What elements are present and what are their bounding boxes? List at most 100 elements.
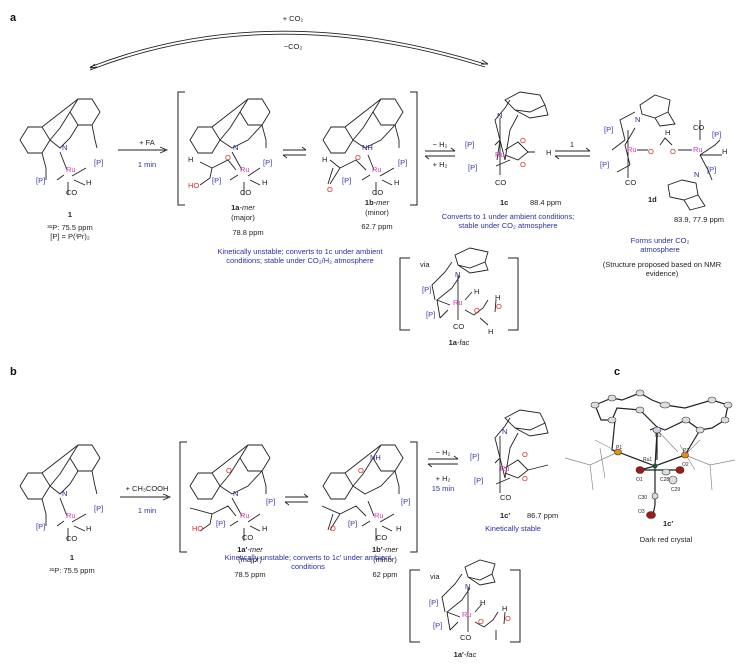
compound-1-b-nmr: ³¹P: 75.5 ppm (49, 566, 95, 575)
atom-p: [P] (36, 176, 46, 185)
atom-co: CO (240, 188, 252, 197)
atom-p: [P] (342, 176, 352, 185)
time-1min-b: 1 min (137, 506, 157, 515)
minus-h2-b: − H₂ (435, 448, 451, 457)
compound-1b-mer-note: (minor) (365, 208, 389, 217)
atom-n: N (694, 170, 700, 179)
atom-ru: Ru (240, 511, 250, 520)
atom-n: N (233, 489, 239, 498)
atom-label-c28: C28 (660, 477, 670, 483)
compound-1b-mer-label: 1b-mer (364, 198, 390, 207)
compound-1b-prime-mer-note: (minor) (373, 555, 397, 564)
atom-p: [P] (468, 163, 478, 172)
crystal-atoms (590, 389, 733, 519)
atom-p: [P] (94, 158, 104, 167)
equilibrium-1a-prime-1b-prime (284, 493, 309, 506)
atom-ho: HO (192, 524, 204, 533)
atom-n: N (62, 143, 68, 152)
atom-h: H (396, 524, 402, 533)
compound-1-nmr: ³¹P: 75.5 ppm (47, 223, 93, 232)
atom-o: O (520, 136, 526, 145)
atom-co: CO (453, 322, 465, 331)
atom-n: N (502, 427, 508, 436)
bracket-note-b-line-2: conditions (291, 562, 325, 571)
compound-1-label: 1 (67, 210, 73, 219)
compound-1d-remark-line-1: (Structure proposed based on NMR (602, 260, 722, 269)
atom-o: O (327, 185, 333, 194)
atom-ru: Ru (627, 145, 637, 154)
atom-h: H (322, 155, 328, 164)
atom-h: H (722, 147, 728, 156)
atom-ru: Ru (453, 298, 463, 307)
atom-p: [P] (36, 522, 46, 531)
bracket-1a-1b (177, 91, 418, 206)
atom-n: N (465, 582, 471, 591)
atom-ru: Ru (495, 150, 505, 159)
atom-co: CO (625, 178, 637, 187)
equilibrium-h2 (424, 147, 456, 160)
arc-forward-label: + CO₂ (282, 14, 304, 23)
time-1min: 1 min (137, 160, 157, 169)
compound-1b-prime-mer-label: 1b′-mer (372, 545, 398, 554)
atom-n: N (635, 115, 641, 124)
equilibrium-1c-1d (554, 147, 591, 160)
compound-1d-nmr: 83.9, 77.9 ppm (674, 215, 725, 224)
atom-co: CO (495, 178, 507, 187)
compound-1a-fac-label: 1a-fac (448, 338, 470, 347)
structure-compound-1b-mer (322, 98, 404, 195)
structure-compound-1a-prime-fac (409, 559, 521, 643)
atom-label-o3: O3 (638, 509, 645, 515)
arrow-fa (118, 146, 169, 154)
structure-compound-1-b (19, 444, 101, 541)
atom-o: O (522, 450, 528, 459)
atom-label-n1: N1 (655, 433, 662, 439)
atom-p: [P] (212, 176, 222, 185)
atom-p: [P] (604, 125, 614, 134)
atom-p: [P] (470, 452, 480, 461)
atom-p: [P] (263, 158, 273, 167)
arc-reverse (89, 30, 486, 68)
structure-compound-1a-mer (189, 98, 271, 195)
atom-h: H (262, 178, 268, 187)
atom-p: [P] (712, 130, 722, 139)
atom-label-c29: C29 (671, 487, 681, 493)
atom-ru: Ru (693, 145, 703, 154)
atom-label-c30: C30 (638, 495, 648, 501)
atom-p: [P] (348, 519, 358, 528)
atom-n: N (455, 270, 461, 279)
atom-h: H (665, 128, 671, 137)
structure-compound-1c (494, 91, 549, 175)
time-15min: 15 min (431, 484, 455, 493)
structure-compound-1 (19, 98, 101, 195)
atom-co: CO (460, 633, 472, 642)
structure-compound-1a-prime-mer (189, 444, 271, 541)
atom-h: H (86, 178, 92, 187)
minus-h2: − H₂ (432, 140, 448, 149)
compound-1b-prime-mer-nmr: 62 ppm (372, 570, 398, 579)
atom-ru: Ru (374, 511, 384, 520)
compound-1a-prime-mer-nmr: 78.5 ppm (234, 570, 266, 579)
atom-p: [P] (422, 285, 432, 294)
atom-h: H (546, 148, 552, 157)
atom-label-p1: P1 (616, 445, 623, 451)
arc-forward (89, 33, 486, 71)
compound-1c-prime-label: 1c′ (500, 511, 511, 520)
atom-o: O (478, 617, 484, 626)
atom-ru: Ru (66, 165, 76, 174)
atom-o: O (358, 466, 364, 475)
atom-ru: Ru (372, 165, 382, 174)
plus-h2: + H₂ (432, 160, 448, 169)
compound-1a-mer-label: 1a-mer (231, 203, 255, 212)
bracket-note-line-1: Kinetically unstable; converts to 1c und… (217, 247, 383, 256)
ligand-definition: [P] = P(ⁱPr)₂ (50, 232, 90, 241)
atom-p: [P] (433, 621, 443, 630)
atom-label-o2: O2 (682, 462, 689, 468)
atom-h: H (86, 524, 92, 533)
atom-h: H (188, 155, 194, 164)
panel-a-arrows (118, 146, 591, 160)
atom-nh: NH (370, 453, 381, 462)
atom-p: [P] (600, 160, 610, 169)
atom-o: O (505, 614, 511, 623)
